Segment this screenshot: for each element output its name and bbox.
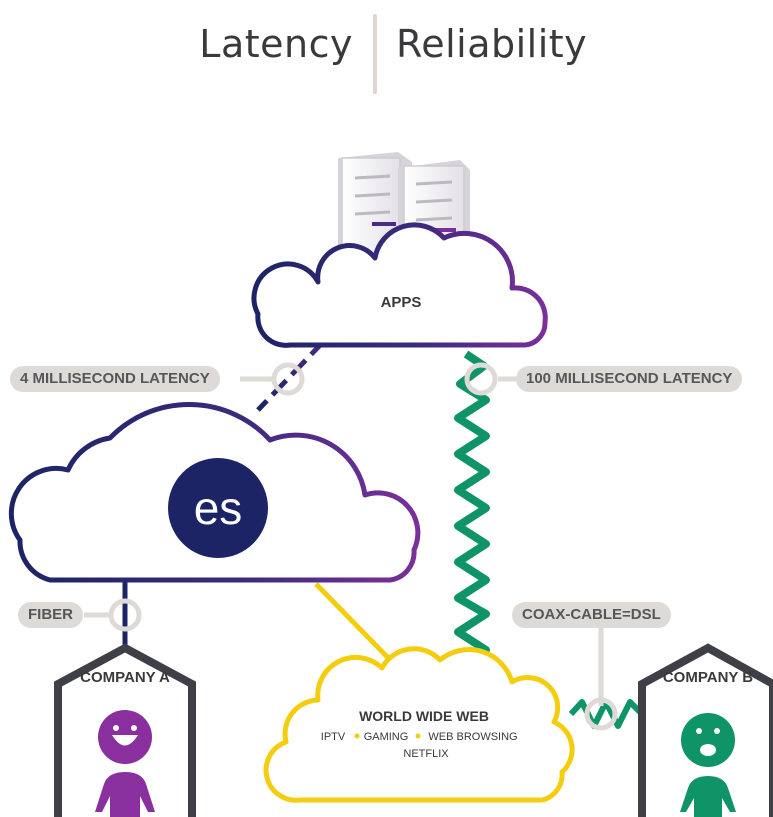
apps-label: APPS: [381, 294, 422, 311]
coax-label: COAX-CABLE=DSL: [512, 602, 671, 628]
apps-cloud: APPS: [251, 222, 548, 348]
es-logo: [168, 458, 268, 558]
www-item-netflix: NETFLIX: [403, 748, 449, 760]
high-latency-link: [454, 350, 490, 666]
company-b-label: COMPANY B: [663, 669, 753, 686]
coax-link: [568, 699, 645, 729]
low-latency-label: 4 MILLISECOND LATENCY: [10, 366, 220, 392]
company-a-house: COMPANY A: [54, 643, 196, 817]
bullet-dot: [415, 733, 421, 739]
es-cloud: es: [8, 402, 421, 583]
company-b-house: COMPANY B: [638, 643, 773, 817]
www-item-browsing: WEB BROWSING: [428, 731, 517, 743]
header-divider: [373, 14, 377, 94]
header-latency: Latency: [199, 22, 353, 66]
www-item-gaming: GAMING: [364, 731, 409, 743]
high-latency-label: 100 MILLISECOND LATENCY: [516, 366, 743, 392]
sad-person-icon: [680, 713, 736, 817]
low-latency-link: [256, 338, 327, 412]
company-a-label: COMPANY A: [80, 669, 170, 686]
label-rings: [84, 362, 618, 731]
es-logo-text: es: [194, 482, 243, 534]
www-title: WORLD WIDE WEB: [359, 708, 489, 724]
www-item-iptv: IPTV: [321, 731, 346, 743]
www-link: [314, 582, 402, 672]
www-cloud: WORLD WIDE WEB IPTV GAMING WEB BROWSING …: [263, 646, 575, 803]
header-reliability: Reliability: [396, 22, 588, 66]
bullet-dot: [354, 733, 360, 739]
happy-person-icon: [95, 710, 155, 817]
fiber-label: FIBER: [18, 602, 83, 628]
